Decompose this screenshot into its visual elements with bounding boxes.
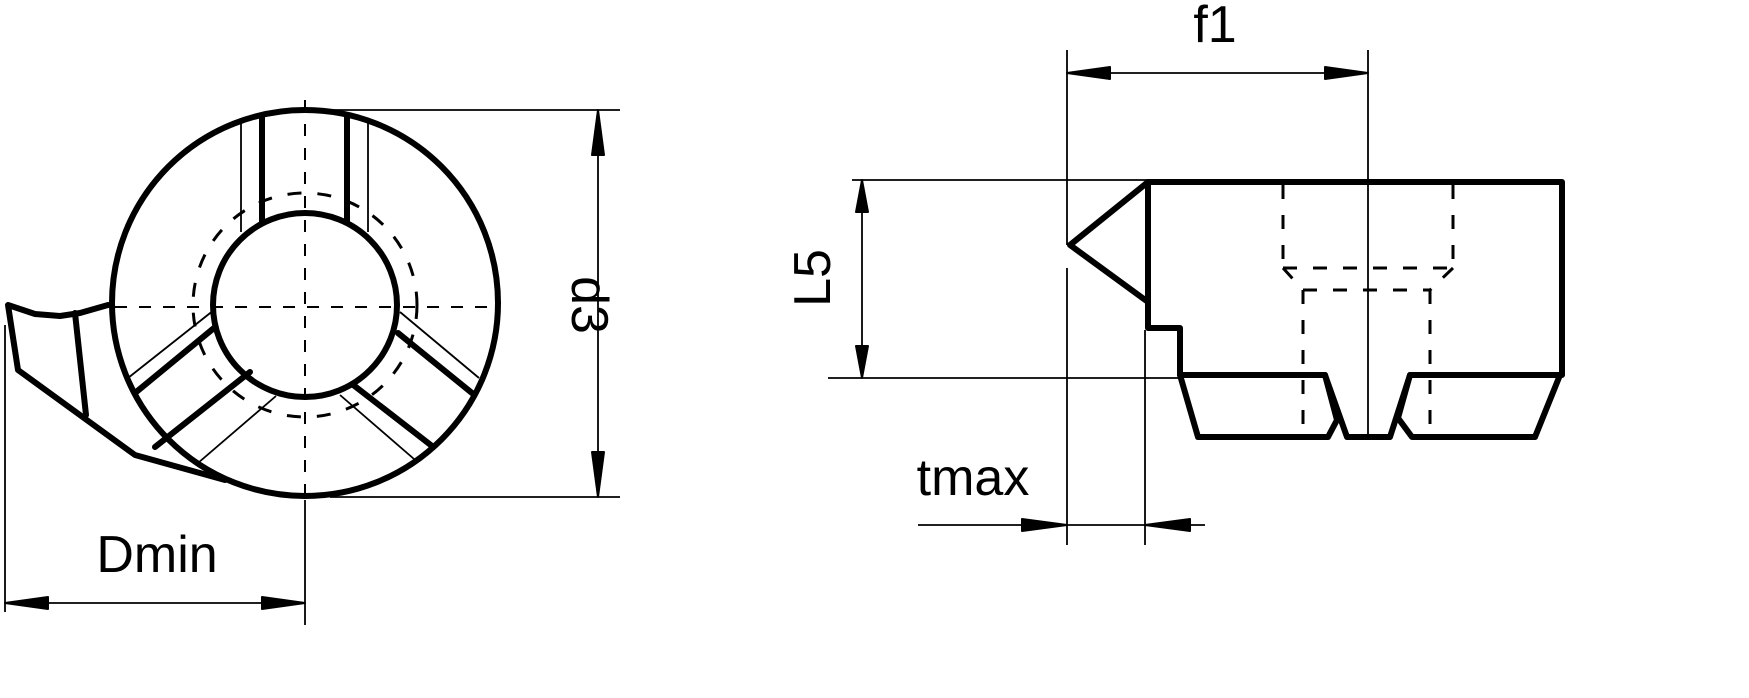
f1-label: f1 xyxy=(1193,0,1236,54)
front-view: d3 Dmin xyxy=(4,100,620,625)
hidden-circle xyxy=(191,191,419,419)
l5-label: L5 xyxy=(784,249,842,307)
dmin-label: Dmin xyxy=(96,526,217,584)
bore xyxy=(210,210,400,400)
outer-contour xyxy=(109,107,501,499)
d3-label: d3 xyxy=(560,276,618,334)
tmax-label: tmax xyxy=(917,449,1030,507)
body-outline xyxy=(1145,179,1565,378)
side-view: f1 L5 tmax xyxy=(784,0,1565,545)
hidden-lines xyxy=(1281,185,1455,437)
